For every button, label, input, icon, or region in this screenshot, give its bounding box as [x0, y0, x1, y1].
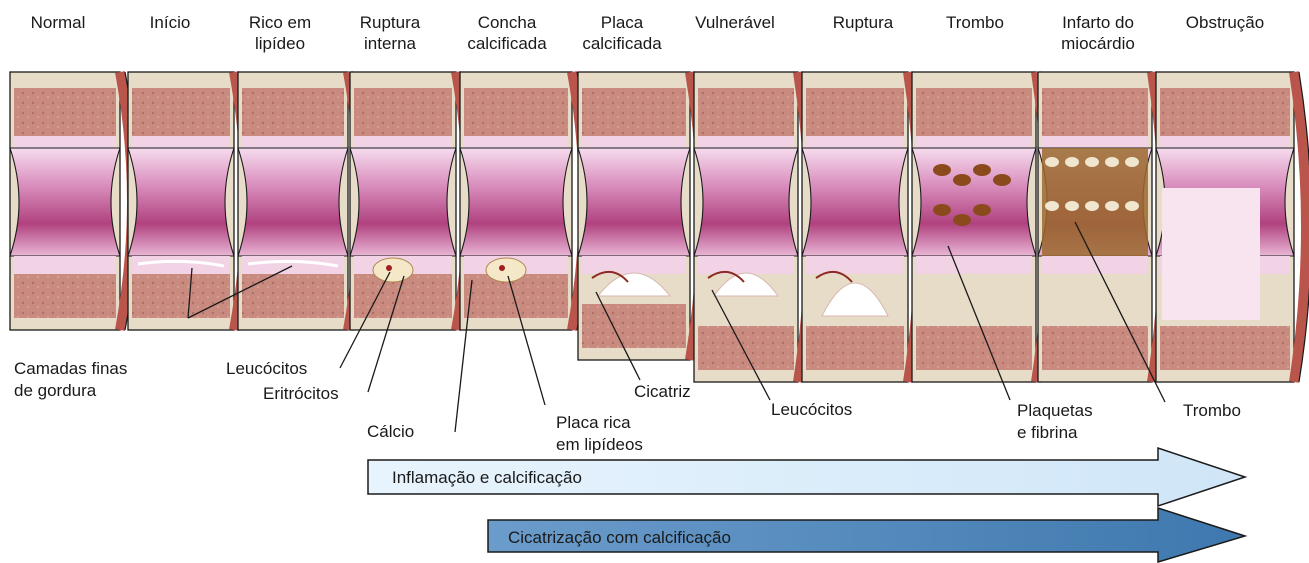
artery-segment-ruptura-interna [350, 72, 474, 330]
callout-eritrocitos: Eritrócitos [263, 383, 339, 405]
callout-calcio: Cálcio [367, 421, 414, 443]
stage-label-placa-calcificada: Placa calcificada [567, 12, 677, 54]
stage-label-infarto-do-miocardio: Infarto do miocárdio [1043, 12, 1153, 54]
stage-label-ruptura-interna: Ruptura interna [335, 12, 445, 54]
artery-segment-normal [10, 72, 138, 330]
stage-label-inicio: Início [115, 12, 225, 33]
callout-leucocitos-2: Leucócitos [771, 399, 852, 421]
stage-label-vulneravel: Vulnerável [680, 12, 790, 33]
artery-segment-rico [238, 72, 366, 330]
healing-calcification-label: Cicatrização com calcificação [508, 528, 731, 547]
inflammation-calcification-label: Inflamação e calcificação [392, 468, 582, 487]
artery-segment-concha [460, 72, 590, 330]
artery-segment-placa-calc [578, 72, 708, 360]
stage-label-trombo: Trombo [920, 12, 1030, 33]
callout-cicatriz: Cicatriz [634, 381, 691, 403]
callout-plaquetas-e-fibrina: Plaquetas e fibrina [1017, 400, 1093, 444]
healing-calcification-arrow: Cicatrização com calcificação [488, 508, 1245, 562]
artery-segment-vulneravel [694, 72, 816, 382]
artery-segment-obstrucao [1156, 72, 1309, 382]
artery-segment-trombo [912, 72, 1054, 382]
artery-segment-ruptura [802, 72, 926, 382]
callout-placa-rica-em-lipideos: Placa rica em lipídeos [556, 412, 643, 456]
stage-label-normal: Normal [3, 12, 113, 33]
callout-leucocitos-1: Leucócitos [226, 358, 307, 380]
stage-label-concha-calcificada: Concha calcificada [452, 12, 562, 54]
callout-camadas-finas-de-gordura: Camadas finas de gordura [14, 358, 127, 402]
artery-segment-infarto [1038, 72, 1170, 382]
stage-label-rico-em-lipideo: Rico em lipídeo [225, 12, 335, 54]
stage-label-ruptura: Ruptura [808, 12, 918, 33]
inflammation-calcification-arrow: Inflamação e calcificação [368, 448, 1245, 506]
callout-trombo: Trombo [1183, 400, 1241, 422]
stage-label-obstrucao: Obstrução [1170, 12, 1280, 33]
